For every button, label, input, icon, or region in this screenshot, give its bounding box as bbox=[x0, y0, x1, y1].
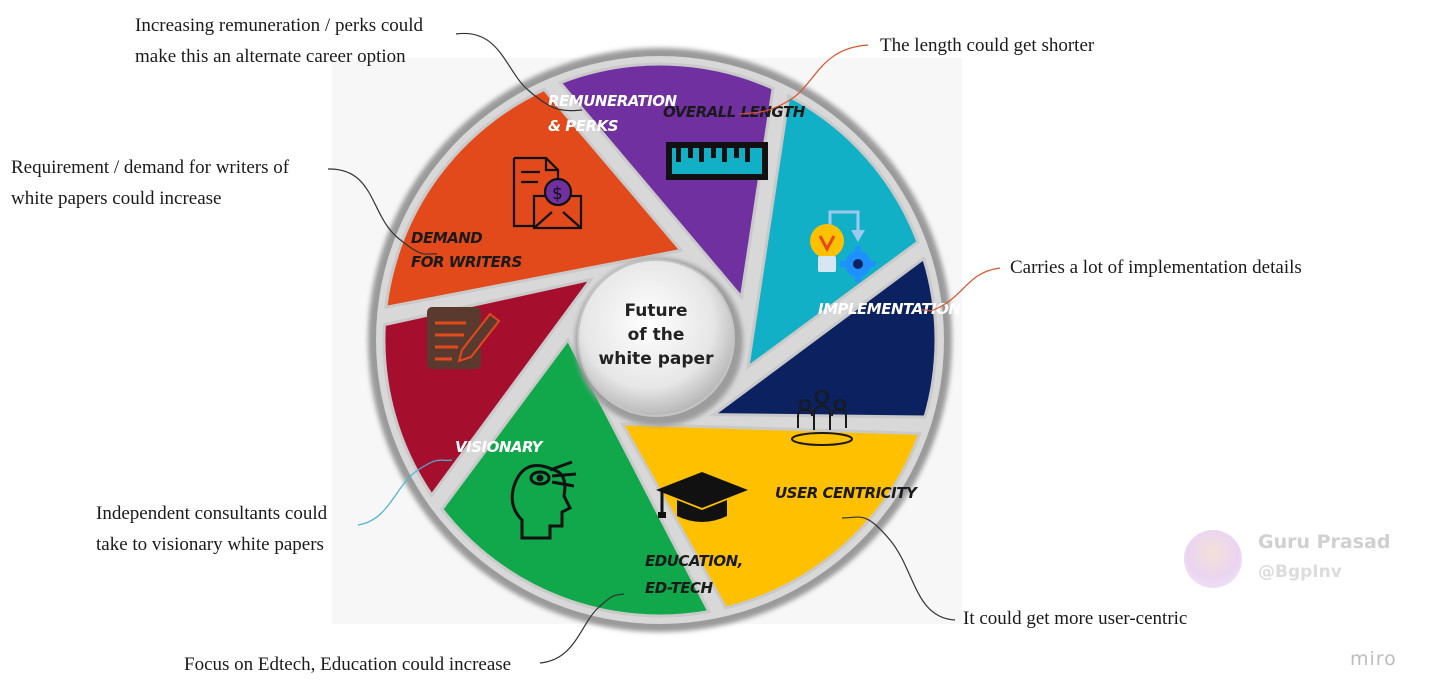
center-title-line2: of the bbox=[628, 325, 685, 345]
connector-length bbox=[739, 44, 869, 115]
connector-implementation bbox=[921, 267, 1001, 312]
note-remuneration: Increasing remuneration / perks could ma… bbox=[135, 15, 424, 67]
note-education: Focus on Edtech, Education could increas… bbox=[184, 654, 512, 675]
note-visionary: Independent consultants could take to vi… bbox=[96, 503, 328, 555]
author-handle: @BgpInv bbox=[1258, 562, 1342, 582]
idea-gear-icon bbox=[810, 210, 876, 282]
label-education-line1: EDUCATION, bbox=[645, 552, 743, 570]
center-title-line3: white paper bbox=[599, 349, 715, 369]
segment-education bbox=[440, 336, 712, 618]
center-hub bbox=[577, 259, 735, 417]
avatar bbox=[1184, 530, 1242, 588]
center-title-line1: Future bbox=[624, 301, 687, 321]
salary-envelope-icon: $ bbox=[512, 156, 583, 230]
label-demand-line1: DEMAND bbox=[411, 229, 482, 247]
writing-icon bbox=[427, 307, 501, 369]
visionary-head-icon bbox=[510, 460, 577, 540]
note-demand: Requirement / demand for writers of whit… bbox=[11, 157, 290, 209]
label-remuneration-line2: & PERKS bbox=[548, 117, 618, 135]
note-user: It could get more user-centric bbox=[963, 608, 1188, 629]
label-remuneration-line1: REMUNERATION bbox=[548, 92, 677, 110]
label-education-line2: ED-TECH bbox=[645, 579, 713, 597]
label-demand-line2: FOR WRITERS bbox=[411, 253, 522, 271]
miro-logo: miro bbox=[1350, 648, 1397, 670]
connector-user bbox=[841, 516, 956, 621]
connector-visionary bbox=[357, 459, 453, 526]
author-name: Guru Prasad bbox=[1258, 531, 1391, 553]
connector-demand bbox=[327, 168, 438, 255]
note-implementation: Carries a lot of implementation details bbox=[1010, 257, 1302, 278]
label-visionary: VISIONARY bbox=[455, 438, 545, 456]
svg-text:$: $ bbox=[552, 184, 563, 204]
label-user-centricity: USER CENTRICITY bbox=[775, 484, 919, 502]
segment-remuneration bbox=[557, 62, 775, 301]
segment-implementation bbox=[709, 255, 938, 419]
label-length: OVERALL LENGTH bbox=[663, 103, 806, 121]
connector-education bbox=[539, 593, 625, 664]
graduation-cap-icon bbox=[656, 472, 748, 522]
note-length: The length could get shorter bbox=[880, 35, 1095, 56]
user-group-icon bbox=[791, 390, 853, 446]
segment-user bbox=[619, 422, 922, 610]
label-implementation: IMPLEMENTATION bbox=[818, 300, 961, 318]
ruler-icon bbox=[666, 142, 768, 180]
connector-remuneration bbox=[455, 32, 583, 112]
